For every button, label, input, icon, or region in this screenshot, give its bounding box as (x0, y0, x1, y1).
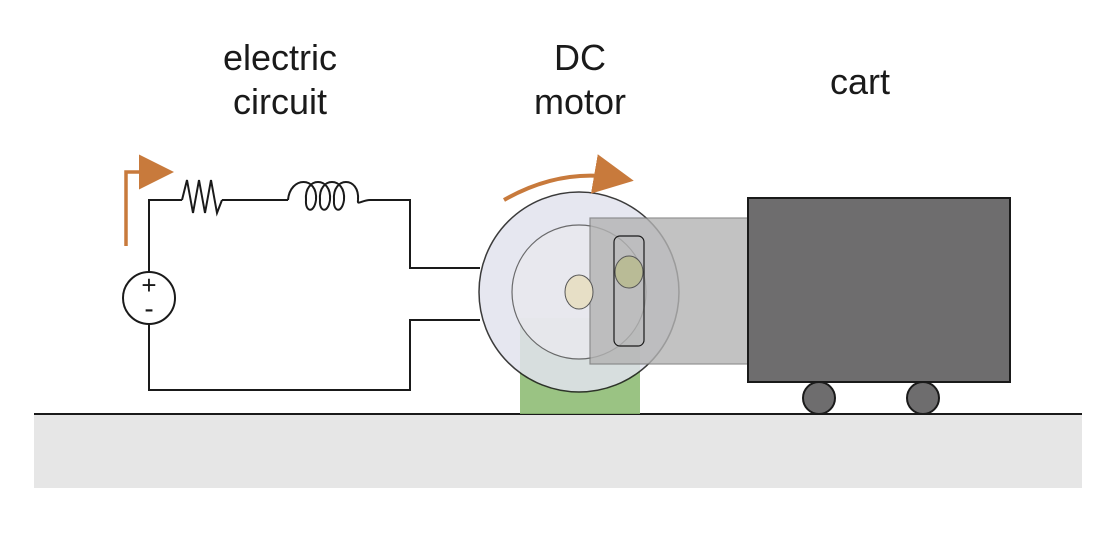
label-cart: cart (760, 60, 960, 104)
resistor-icon (181, 179, 223, 217)
motor-axle (564, 274, 594, 310)
ground (34, 414, 1082, 488)
rotation-arrow-icon (503, 154, 634, 202)
label-dc-motor-line1: DC (554, 37, 606, 78)
circuit-wires (148, 199, 480, 391)
label-electric-circuit-line2: circuit (232, 81, 327, 122)
cart-body (747, 197, 1011, 383)
label-dc-motor: DC motor (480, 36, 680, 124)
voltage-source-icon: + - (122, 270, 176, 325)
label-dc-motor-line2: motor (533, 81, 627, 122)
label-electric-circuit: electric circuit (180, 36, 380, 124)
shaft-housing (589, 217, 751, 365)
crank-pin (614, 255, 644, 289)
current-arrow-icon (124, 154, 174, 246)
inductor-icon (287, 181, 371, 211)
label-electric-circuit-line1: electric (222, 37, 338, 78)
label-cart-text: cart (829, 61, 890, 102)
crank-slot (613, 235, 645, 347)
cart-wheel-right (906, 381, 940, 415)
cart-wheel-left (802, 381, 836, 415)
source-plus: + (141, 270, 156, 300)
source-minus: - (144, 293, 153, 324)
